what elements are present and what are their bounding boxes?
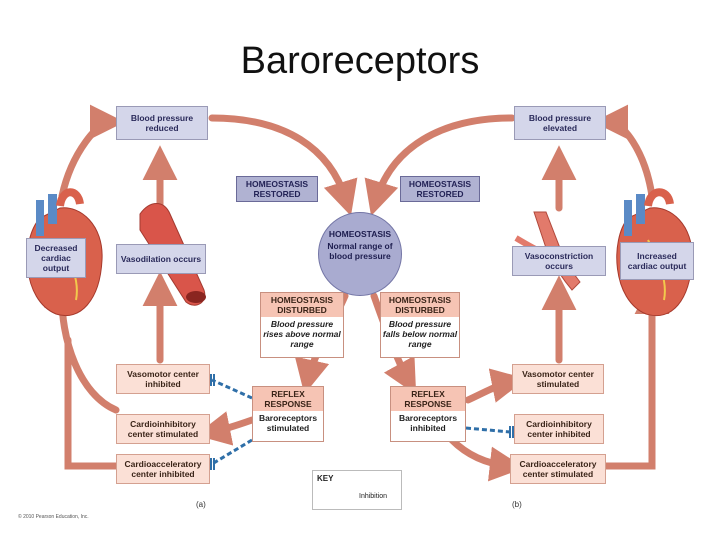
right-homeostasis-restored-box: HOMEOSTASIS RESTORED: [400, 176, 480, 202]
arrow-right-reflex-to-cardioaccel: [448, 436, 525, 482]
homeostasis-subtext: Normal range of blood pressure: [327, 241, 393, 261]
homeostasis-circle: HOMEOSTASIS Normal range of blood pressu…: [318, 212, 402, 296]
right-homeostasis-disturbed-box: HOMEOSTASIS DISTURBED Blood pressure fal…: [380, 292, 460, 358]
arrow-right-cardiac-to-bp: [593, 104, 656, 200]
right-disturbed-body: Blood pressure falls below normal range: [382, 319, 458, 349]
page-title: Baroreceptors: [240, 40, 480, 82]
right-vasomotor-box: Vasomotor center stimulated: [512, 364, 604, 394]
key-inhibition-label: Inhibition: [359, 493, 388, 500]
key-legend: KEY Inhibition: [312, 470, 402, 510]
right-cardiac-output-box: Increased cardiac output: [620, 242, 694, 280]
left-cardiac-output-box: Decreased cardiac output: [26, 238, 86, 278]
left-reflex-body: Baroreceptors stimulated: [258, 413, 318, 433]
left-reflex-response-box: REFLEX RESPONSE Baroreceptors stimulated: [252, 386, 324, 442]
inhibition-bar-left-cardioaccel: [210, 458, 215, 470]
arrow-right-bp-to-homeostasis: [364, 114, 516, 217]
arrow-left-accel-loop: [64, 336, 120, 470]
right-vasoconstriction-box: Vasoconstriction occurs: [512, 246, 606, 276]
key-title: KEY: [317, 474, 334, 483]
right-reflex-response-box: REFLEX RESPONSE Baroreceptors inhibited: [390, 386, 466, 442]
right-cardioacceleratory-box: Cardioacceleratory center stimulated: [510, 454, 606, 484]
arrow-left-reflex-to-cardioinhib: [195, 411, 256, 446]
left-cardioinhibitory-box: Cardioinhibitory center stimulated: [116, 414, 210, 444]
right-disturbed-heading: HOMEOSTASIS DISTURBED: [381, 293, 459, 317]
arrow-left-bp-to-homeostasis: [208, 114, 358, 217]
left-disturbed-body: Blood pressure rises above normal range: [263, 319, 341, 349]
copyright-text: © 2010 Pearson Education, Inc.: [18, 514, 89, 520]
homeostasis-heading: HOMEOSTASIS: [328, 229, 392, 239]
left-homeostasis-disturbed-box: HOMEOSTASIS DISTURBED Blood pressure ris…: [260, 292, 344, 358]
right-reflex-body: Baroreceptors inhibited: [398, 413, 458, 433]
right-reflex-heading: REFLEX RESPONSE: [391, 387, 465, 411]
right-cardioinhibitory-box: Cardioinhibitory center inhibited: [514, 414, 604, 444]
panel-label-a: (a): [196, 500, 206, 509]
left-vasomotor-box: Vasomotor center inhibited: [116, 364, 210, 394]
arrow-left-cardiac-to-bp: [58, 104, 125, 200]
right-bp-elevated-box: Blood pressure elevated: [514, 106, 606, 140]
inhibition-bar-left-vasomotor: [210, 374, 215, 386]
left-reflex-heading: REFLEX RESPONSE: [253, 387, 323, 411]
arrow-right-reflex-to-vasomotor: [464, 368, 527, 404]
inhibition-left-cardioaccel: [211, 438, 253, 466]
inhibition-left-vasomotor: [211, 378, 253, 400]
left-homeostasis-restored-box: HOMEOSTASIS RESTORED: [236, 176, 318, 202]
arrow-right-accel-loop: [602, 279, 670, 470]
left-bp-reduced-box: Blood pressure reduced: [116, 106, 208, 140]
left-vasodilation-box: Vasodilation occurs: [116, 244, 206, 274]
inhibition-bar-right-cardioinhib: [509, 426, 514, 438]
inhibition-right-cardioinhib: [465, 426, 511, 434]
left-disturbed-heading: HOMEOSTASIS DISTURBED: [261, 293, 343, 317]
left-cardioacceleratory-box: Cardioacceleratory center inhibited: [116, 454, 210, 484]
panel-label-b: (b): [512, 500, 522, 509]
